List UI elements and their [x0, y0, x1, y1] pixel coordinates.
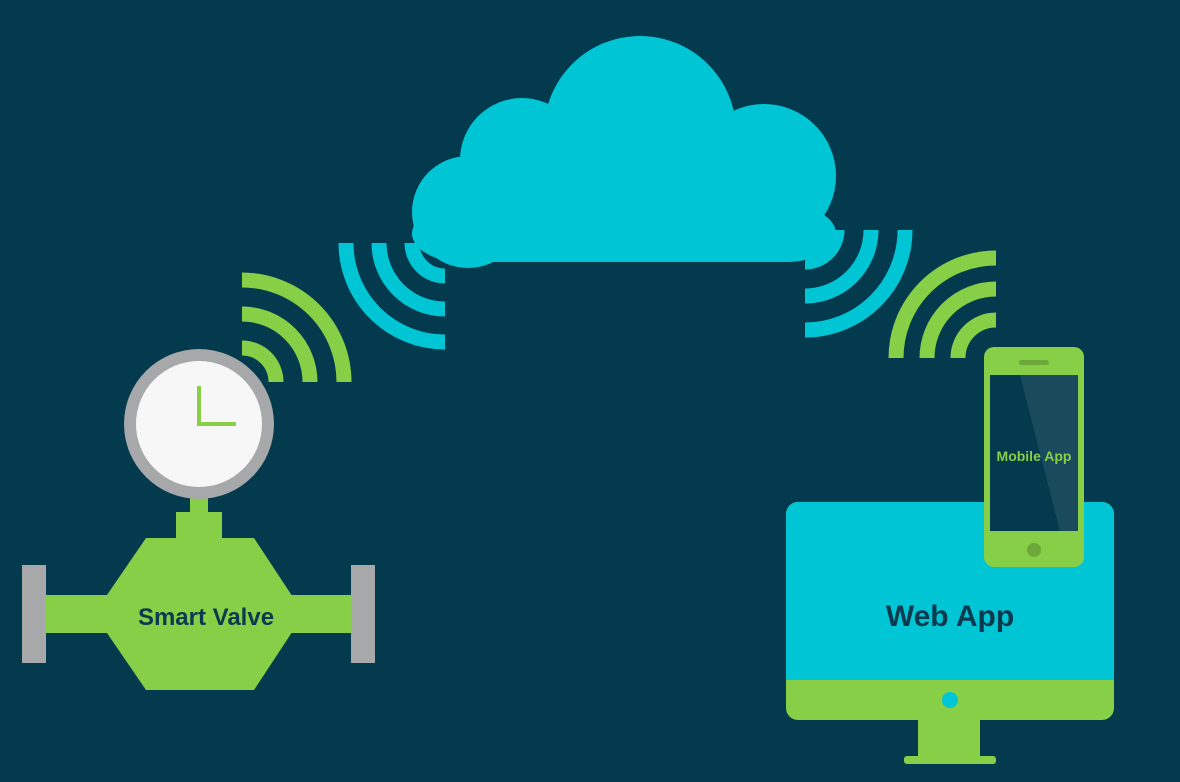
monitor-stand-neck: [918, 714, 980, 760]
mobile-app-label: Mobile App: [997, 448, 1072, 464]
smart-valve: Smart Valve: [22, 349, 375, 690]
cloud-icon: [412, 36, 836, 268]
web-app-label: Web App: [886, 600, 1014, 633]
valve-neck: [190, 496, 208, 516]
valve-wifi-icon: [241, 272, 352, 383]
mobile-phone: Mobile App: [984, 347, 1084, 567]
valve-body: [94, 538, 304, 690]
valve-flange-right: [351, 565, 375, 663]
mobile-wifi-icon: [888, 250, 997, 359]
monitor-power-led: [942, 692, 958, 708]
valve-flange-left: [22, 565, 46, 663]
phone-speaker: [1019, 360, 1049, 365]
valve-stem: [176, 512, 222, 540]
cloud-wifi-right-icon: [804, 229, 913, 338]
phone-glare: [1020, 375, 1078, 531]
phone-home-button: [1027, 543, 1041, 557]
gauge-icon: [124, 349, 274, 499]
cloud-wifi-left-icon: [338, 242, 446, 350]
valve-label: Smart Valve: [138, 604, 274, 631]
phone-screen: [990, 375, 1078, 531]
